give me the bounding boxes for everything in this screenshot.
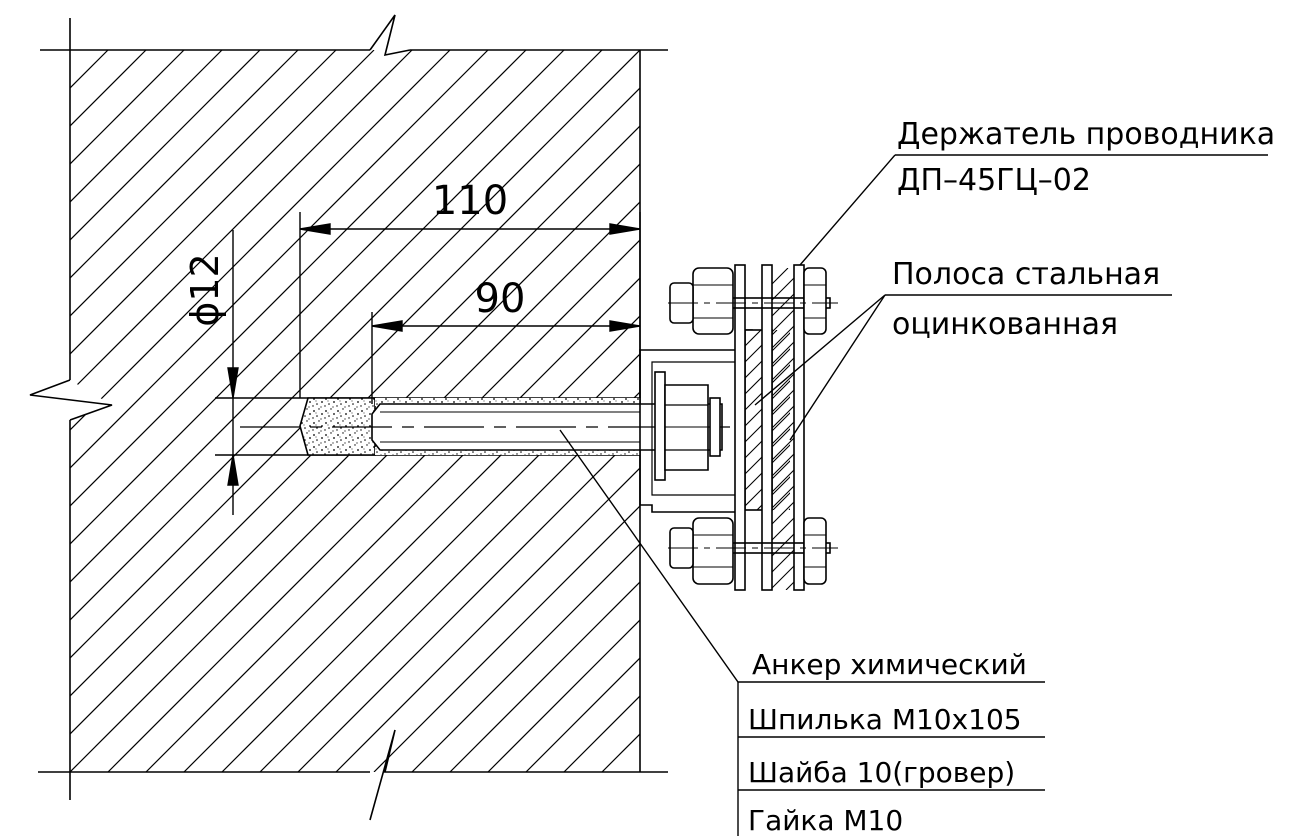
dim-90-text: 90 bbox=[475, 276, 526, 322]
holder-label-line2: ДП–45ГЦ–02 bbox=[897, 163, 1091, 198]
hatch-line bbox=[487, 50, 640, 772]
hatch-line bbox=[70, 50, 299, 772]
hatch-line bbox=[1058, 50, 1300, 772]
hatch-line bbox=[740, 348, 790, 400]
lower-nut-left bbox=[692, 517, 734, 585]
hatch-line bbox=[982, 50, 1300, 772]
resin-sleeve-bottom bbox=[375, 447, 640, 455]
anchor-item-2: Шпилька М10х105 bbox=[748, 703, 1022, 736]
hatch-line bbox=[411, 50, 640, 772]
bottom-break-mark bbox=[369, 729, 410, 821]
hatch-line bbox=[772, 309, 794, 333]
hatch-line bbox=[70, 50, 603, 772]
center-washer bbox=[709, 397, 721, 457]
anchor-item-3: Шайба 10(гровер) bbox=[748, 756, 1015, 789]
chemical-anchor bbox=[215, 397, 730, 456]
left-break-mark bbox=[29, 379, 113, 421]
dim-diameter-text: ϕ12 bbox=[183, 253, 227, 326]
hatch-line bbox=[837, 330, 1017, 510]
hatch-line bbox=[449, 50, 640, 772]
hatch-line bbox=[788, 508, 790, 510]
hatch-line bbox=[297, 50, 640, 772]
hatch-line bbox=[1286, 50, 1300, 772]
anchor-item-4: Гайка М10 bbox=[748, 804, 903, 836]
dimension-lines bbox=[227, 212, 641, 515]
strip-label-line2: оцинкованная bbox=[892, 307, 1118, 342]
hatch-line bbox=[805, 330, 985, 510]
hatch-line bbox=[70, 50, 71, 772]
hatch-line bbox=[772, 517, 794, 541]
upper-nut-left bbox=[692, 267, 734, 335]
hatch-line bbox=[853, 330, 1033, 510]
hatch-line bbox=[885, 330, 1065, 510]
resin-sleeve-top bbox=[375, 398, 640, 406]
hatch-line bbox=[933, 330, 1113, 510]
hatch-line bbox=[70, 50, 223, 772]
hatch-line bbox=[70, 50, 640, 772]
hatch-line bbox=[949, 330, 1129, 510]
lower-nut-right bbox=[803, 517, 827, 585]
anchor-item-1: Анкер химический bbox=[752, 648, 1027, 681]
hatch-line bbox=[901, 330, 1081, 510]
hatch-line bbox=[335, 50, 640, 772]
hatch-line bbox=[1248, 50, 1300, 772]
hatch-line bbox=[70, 50, 527, 772]
holder-plate-1 bbox=[734, 264, 746, 591]
hatch-line bbox=[1134, 50, 1300, 772]
hatch-line bbox=[70, 50, 565, 772]
upper-nut-right bbox=[803, 267, 827, 335]
leaders bbox=[559, 154, 1268, 836]
hatch-line bbox=[70, 50, 413, 772]
hatch-line bbox=[70, 50, 261, 772]
hatch-line bbox=[70, 50, 337, 772]
hatch-line bbox=[740, 412, 790, 464]
holder-plate-2 bbox=[761, 264, 773, 591]
hatch-line bbox=[740, 380, 790, 432]
hatch-line bbox=[70, 50, 147, 772]
hatch-line bbox=[1210, 50, 1300, 772]
hatch-line bbox=[869, 330, 1049, 510]
holder-label-line1: Держатель проводника bbox=[897, 117, 1275, 152]
hatch-line bbox=[740, 330, 778, 368]
hatch-line bbox=[772, 533, 794, 557]
hatch-line bbox=[373, 50, 640, 772]
bracket-washer bbox=[654, 371, 666, 481]
top-break-mark bbox=[369, 14, 411, 57]
hatch-line bbox=[1096, 50, 1300, 772]
strip-label-line1: Полоса стальная bbox=[892, 257, 1160, 292]
hatch-line bbox=[1172, 50, 1300, 772]
hatch-line bbox=[1106, 268, 1300, 590]
hatch-line bbox=[70, 50, 185, 772]
hatch-line bbox=[70, 50, 109, 772]
hatch-line bbox=[740, 444, 790, 496]
hatch-line bbox=[70, 50, 489, 772]
hatch-line bbox=[1020, 50, 1300, 772]
hatch-line bbox=[917, 330, 1097, 510]
dim-110-text: 110 bbox=[432, 178, 508, 224]
hatch-line bbox=[821, 330, 1001, 510]
hatch-line bbox=[756, 476, 790, 510]
hatch-line bbox=[70, 50, 375, 772]
hatch-line bbox=[1090, 268, 1300, 590]
hatch-line bbox=[772, 421, 794, 445]
